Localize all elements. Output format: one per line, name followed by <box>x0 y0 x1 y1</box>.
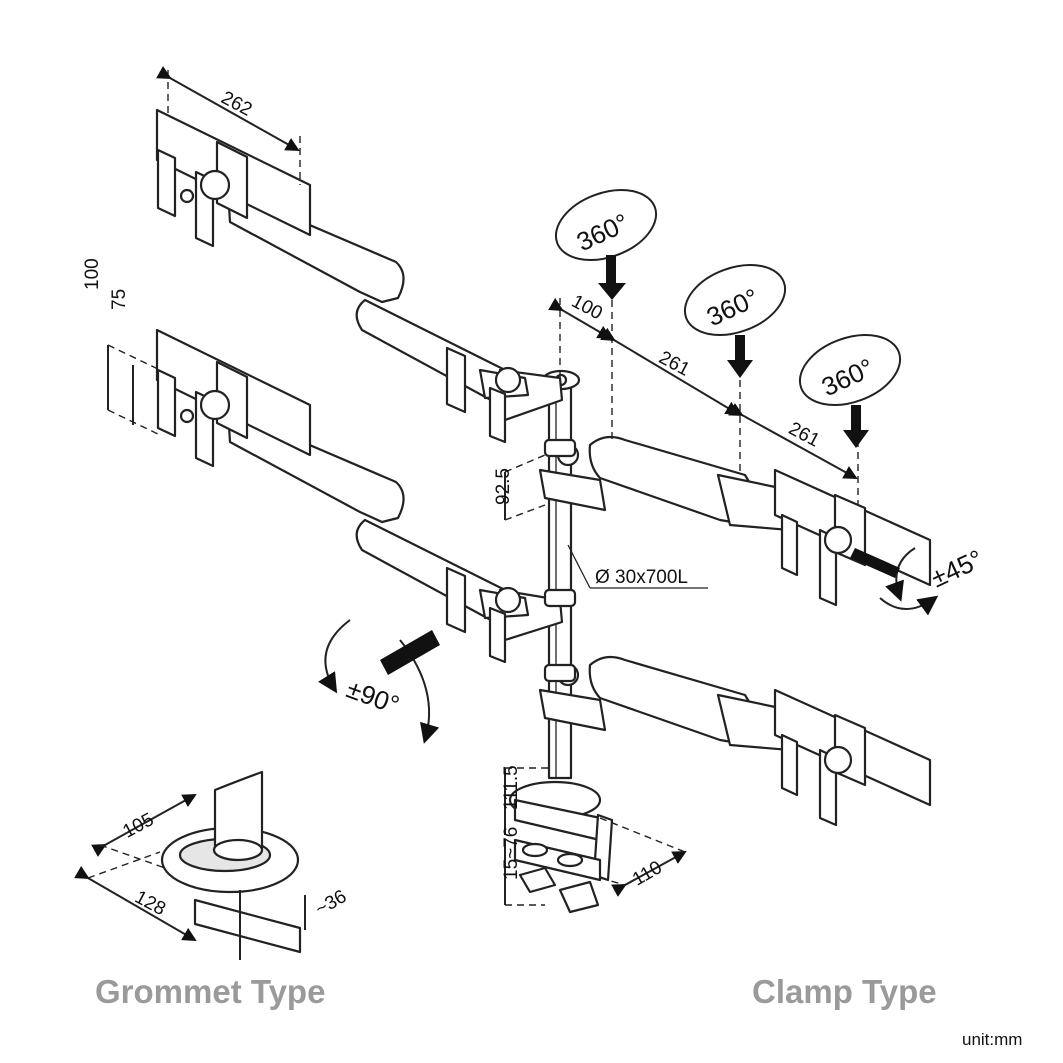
rotate-indicator <box>318 619 440 744</box>
dim-arm-segment-1: 261 <box>655 347 693 380</box>
dim-pole-offset: 100 <box>568 291 606 324</box>
swivel-indicator-2 <box>683 264 787 378</box>
dim-grommet-depth: 128 <box>131 887 169 920</box>
top-right-monitor-plate <box>773 468 932 607</box>
top-left-tilt-head <box>445 346 530 444</box>
dim-grommet-height: ~36 <box>312 886 350 920</box>
dim-vesa-100: 100 <box>82 258 103 290</box>
caption-grommet-type: Grommet Type <box>95 973 325 1010</box>
caption-clamp-type: Clamp Type <box>752 973 937 1010</box>
bottom-right-monitor-plate <box>773 688 932 827</box>
dim-pole-spec: Ø 30x700L <box>595 567 688 588</box>
tilt-indicator <box>850 547 939 616</box>
dimension-lines <box>74 66 859 942</box>
label-rotate: ±90° <box>343 674 404 721</box>
top-right-arm <box>538 435 792 532</box>
unit-label: unit:mm <box>962 1030 1022 1049</box>
dim-vesa-75: 75 <box>109 289 130 310</box>
dim-grommet-width: 105 <box>120 809 158 842</box>
label-swivel-3: 360° <box>817 352 878 402</box>
label-tilt: ±45° <box>926 543 987 593</box>
bottom-right-arm <box>538 655 792 752</box>
middle-left-monitor-plate <box>155 328 312 468</box>
swivel-indicator-3 <box>798 334 902 448</box>
dim-arm-length-top: 262 <box>218 87 256 120</box>
swivel-indicator-1 <box>554 189 658 300</box>
dim-clamp-range: 15~76 <box>501 827 522 880</box>
dim-clamp-width: 110 <box>629 857 666 890</box>
top-left-arm <box>226 188 564 422</box>
clamp-base <box>508 780 614 914</box>
dim-arm-segment-2: 261 <box>785 418 823 451</box>
label-swivel-1: 360° <box>572 207 633 257</box>
pole-collars <box>543 438 577 683</box>
label-swivel-2: 360° <box>702 282 763 332</box>
dim-arm-spacing: 92.5 <box>493 468 514 505</box>
middle-left-tilt-head <box>445 566 530 664</box>
dim-clamp-height: 111.5 <box>501 765 522 810</box>
